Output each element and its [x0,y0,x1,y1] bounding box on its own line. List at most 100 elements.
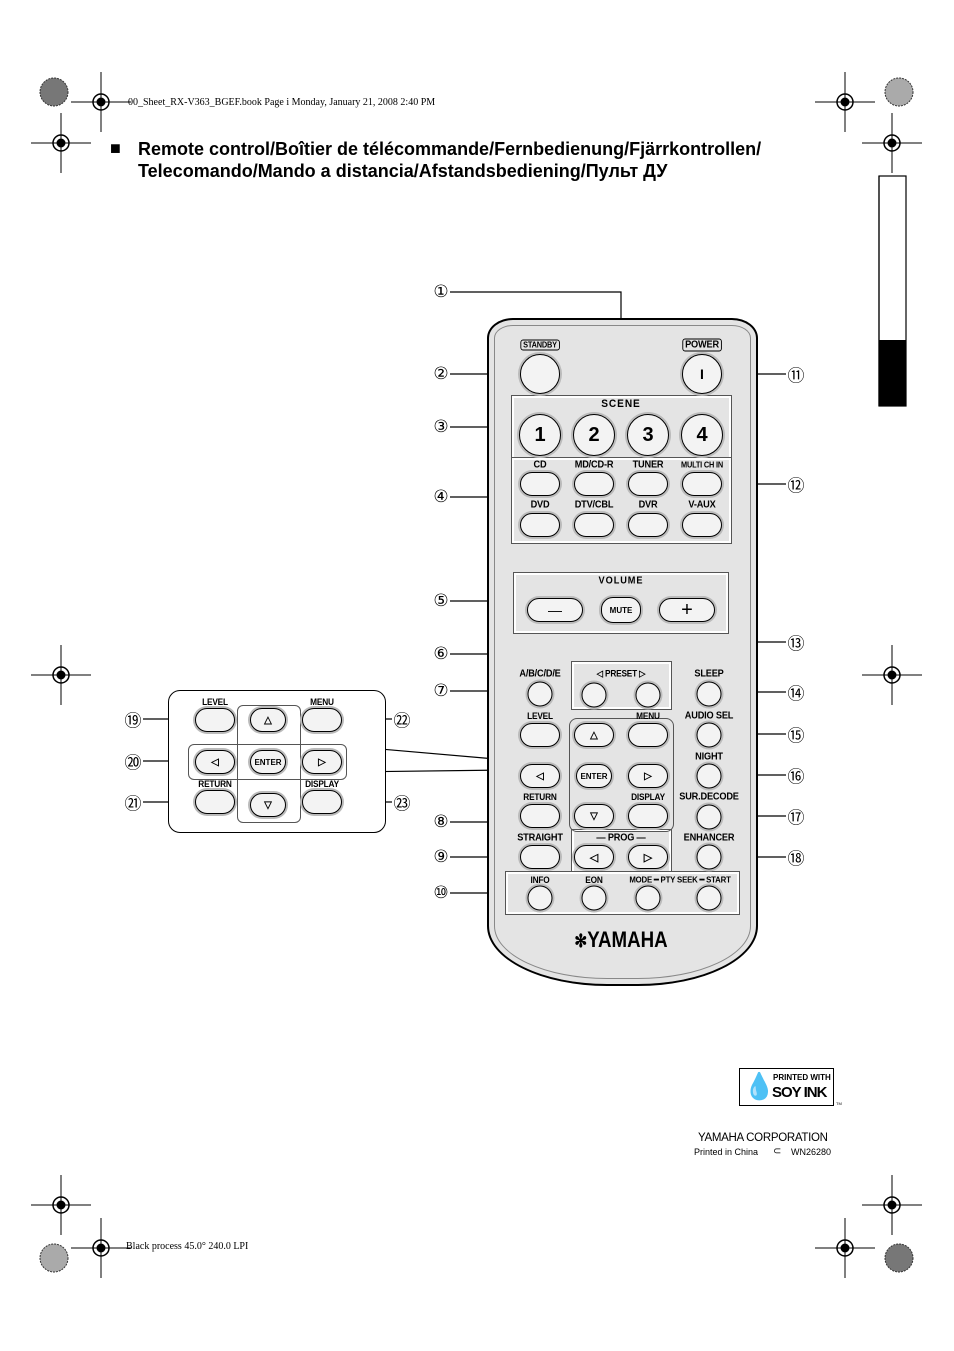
audio-sel-label: AUDIO SEL [684,710,734,722]
menu-button[interactable] [628,723,668,747]
scene-2-button[interactable]: 2 [573,414,615,456]
volume-down-button[interactable]: — [527,598,583,622]
tuner-label: TUNER [632,459,664,471]
callout-13: ⑬ [787,634,805,655]
abcde-button[interactable] [527,681,553,707]
volume-group [513,572,729,634]
trademark: TM [836,1101,842,1106]
info-button[interactable] [527,885,553,911]
standby-button[interactable] [520,354,560,394]
pty-seek-start-button[interactable] [696,885,722,911]
mode-pty-seek-start-label: MODE ━ PTY SEEK ━ START [629,874,731,885]
sleep-button[interactable] [696,681,722,707]
power-label: POWER [682,338,722,352]
inset-menu-label: MENU [310,697,334,707]
night-button[interactable] [696,763,722,789]
callout-11: ⑪ [787,366,805,387]
tuning-fork-icon: ✻ [574,931,588,951]
dtv-cbl-button[interactable] [574,513,614,537]
menu-label: MENU [636,711,660,721]
preset-down-button[interactable] [581,682,607,708]
cursor-down-button[interactable]: ▽ [574,804,614,828]
cursor-up-button[interactable]: △ [574,723,614,747]
rds-group [505,871,740,915]
soy-ink-logo: 💧 PRINTED WITH SOY INK [739,1068,834,1106]
corporation-name: YAMAHA CORPORATION [698,1132,828,1144]
dvd-button[interactable] [520,513,560,537]
display-button[interactable] [628,804,668,828]
enhancer-button[interactable] [696,844,722,870]
callout-14: ⑭ [787,684,805,705]
display-label: DISPLAY [631,792,665,802]
dvd-label: DVD [530,499,550,511]
color-target-mark [39,1243,69,1273]
color-target-mark [884,1243,914,1273]
inset-level-button[interactable] [195,708,235,732]
volume-label: VOLUME [593,575,649,587]
color-target-mark [884,77,914,107]
inset-return-button[interactable] [195,790,235,814]
registration-crosshair [31,113,91,173]
dvr-button[interactable] [628,513,668,537]
scene-4-button[interactable]: 4 [681,414,723,456]
volume-up-button[interactable]: + [659,598,715,622]
pty-seek-mode-button[interactable] [635,885,661,911]
mute-button[interactable]: MUTE [601,597,641,623]
inset-right-button[interactable]: ▷ [302,750,342,774]
callout-2: ② [433,364,449,384]
preset-group [571,661,672,710]
inset-left-button[interactable]: ◁ [195,750,235,774]
night-label: NIGHT [695,751,723,763]
cursor-left-button[interactable]: ◁ [520,764,560,788]
callout-8: ⑧ [433,812,449,832]
tuner-button[interactable] [628,472,668,496]
sur-decode-button[interactable] [696,804,722,830]
section-tab [879,340,906,406]
md-cdr-button[interactable] [574,472,614,496]
v-aux-button[interactable] [682,513,722,537]
preset-up-button[interactable] [635,682,661,708]
inset-down-button[interactable]: ▽ [250,793,286,817]
straight-button[interactable] [520,845,560,869]
level-button[interactable] [520,723,560,747]
title-line-1: Remote control/Boîtier de télécommande/F… [138,139,762,159]
callout-12: ⑫ [787,476,805,497]
cd-button[interactable] [520,472,560,496]
callout-9: ⑨ [433,847,449,867]
audio-sel-button[interactable] [696,722,722,748]
inset-cursor-row [188,744,347,780]
title-line-2: Telecomando/Mando a distancia/Afstandsbe… [138,161,668,181]
v-aux-label: V-AUX [688,499,716,511]
prog-down-button[interactable]: ◁ [574,845,614,869]
sleep-label: SLEEP [694,668,724,680]
registration-crosshair [862,1175,922,1235]
callout-6: ⑥ [433,644,449,664]
multi-ch-in-label: MULTI CH IN [680,460,724,470]
registration-crosshair [815,1218,875,1278]
inset-return-label: RETURN [198,779,232,789]
inset-menu-button[interactable] [302,708,342,732]
inset-display-button[interactable] [302,790,342,814]
registration-crosshair [862,113,922,173]
registration-crosshair [71,72,131,132]
inset-enter-button[interactable]: ENTER [250,750,286,774]
cursor-right-button[interactable]: ▷ [628,764,668,788]
title-bullet: ■ [110,138,121,158]
inset-up-button[interactable]: △ [250,708,286,732]
prog-up-button[interactable]: ▷ [628,845,668,869]
registration-crosshair [862,645,922,705]
eon-button[interactable] [581,885,607,911]
color-target-mark [39,77,69,107]
standby-label: STANDBY [520,339,560,351]
callout-22: ㉒ [393,711,411,732]
return-button[interactable] [520,804,560,828]
scene-3-button[interactable]: 3 [627,414,669,456]
callout-19: ⑲ [124,711,142,732]
file-info: 00_Sheet_RX-V363_BGEF.book Page i Monday… [128,97,436,108]
power-button[interactable]: I [682,354,722,394]
enter-button[interactable]: ENTER [576,764,612,788]
scene-1-button[interactable]: 1 [519,414,561,456]
registration-crosshair [31,645,91,705]
multi-ch-in-button[interactable] [682,472,722,496]
